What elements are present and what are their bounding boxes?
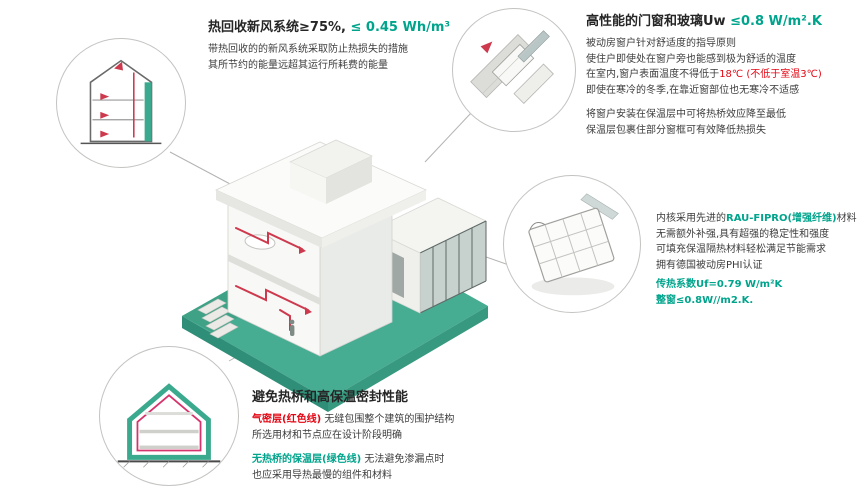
profile-core-text-end: 材料: [836, 213, 857, 224]
insulated-house-section-icon: [117, 383, 221, 468]
profile-core-text: 内核采用先进的: [656, 213, 726, 224]
window-temp-highlight: 18℃ (不低于室温3℃): [719, 69, 822, 80]
airflow-arrows: [100, 61, 123, 138]
thermal-line: 也应采用导热最慢的组件和材料: [252, 469, 392, 481]
window-glass-line: 将窗户安装在保温层中可将热桥效应降至最低: [586, 109, 786, 120]
garden-stairs: [197, 298, 239, 339]
hrv-body: 带热回收的的新风系统采取防止热损失的措施 其所节约的能量远超其运行所耗费的能量: [208, 42, 508, 73]
window-glass-title-main: 高性能的门窗和玻璃Uw: [586, 14, 726, 29]
hrv-house-section-icon: [80, 59, 162, 145]
ventilation-ducts: [235, 227, 309, 331]
window-glass-section: 高性能的门窗和玻璃Uw ≤0.8 W/m².K 被动房窗户针对舒适度的指导原则 …: [586, 10, 861, 138]
window-profile-circle: [503, 175, 641, 313]
profile-line: 无需额外补强,具有超强的稳定性和强度: [656, 228, 830, 240]
person-figure: [289, 319, 295, 336]
profile-line: 拥有德国被动房PHI认证: [656, 259, 763, 271]
hrv-body-line: 带热回收的的新风系统采取防止热损失的措施: [208, 44, 408, 55]
thermal-section: 避免热桥和高保温密封性能 气密层(红色线) 无缝包围整个建筑的围护结构 所选用材…: [252, 386, 592, 492]
profile-section: 内核采用先进的RAU-FIPRO(增强纤维)材料 无需额外补强,具有超强的稳定性…: [656, 211, 862, 308]
detail-arrow: [480, 41, 493, 54]
profile-material-highlight: RAU-FIPRO(增强纤维): [726, 213, 837, 224]
profile-line: 内核采用先进的RAU-FIPRO(增强纤维)材料: [656, 211, 862, 227]
window-glass-line: 在室内,窗户表面温度不得低于18℃ (不低于室温3℃): [586, 67, 861, 83]
window-glass-title-value: ≤0.8 W/m².K: [725, 14, 822, 29]
hrv-title: 热回收新风系统≥75%, ≤ 0.45 Wh/m³: [208, 16, 508, 35]
hrv-title-value: ≤ 0.45 Wh/m³: [345, 20, 451, 35]
insulation-layer-text: 无法避免渗漏点时: [361, 454, 445, 465]
hrv-body-line: 其所节约的能量远超其运行所耗费的能量: [208, 59, 388, 71]
window-glass-line: 使住户即使处在窗户旁也能感到极为舒适的温度: [586, 53, 796, 65]
window-glass-title: 高性能的门窗和玻璃Uw ≤0.8 W/m².K: [586, 10, 861, 29]
hrv-section: 热回收新风系统≥75%, ≤ 0.45 Wh/m³ 带热回收的的新风系统采取防止…: [208, 16, 508, 73]
profile-uf-value: 传热系数Uf=0.79 W/m²K: [656, 279, 783, 290]
airtight-layer-label: 气密层(红色线): [252, 414, 322, 425]
thermal-body: 气密层(红色线) 无缝包围整个建筑的围护结构 所选用材和节点应在设计阶段明确 无…: [252, 412, 592, 492]
window-glass-line: 保温层包裹住部分窗框可有效降低热损失: [586, 124, 766, 136]
window-corner-circle: [452, 8, 576, 132]
airtight-layer-text: 无缝包围整个建筑的围护结构: [321, 414, 455, 425]
profile-uw-value: 整窗≤0.8W//m2.K.: [656, 294, 754, 306]
house-cutaway-illustration: [182, 139, 488, 412]
hrv-title-main: 热回收新风系统≥75%,: [208, 20, 346, 35]
hrv-detail-circle: [56, 38, 186, 168]
window-corner-icon: [470, 30, 554, 105]
airtight-layer-outline: [136, 394, 202, 452]
profile-line: 可填充保温隔热材料轻松满足节能需求: [656, 244, 826, 255]
window-glass-line: 被动房窗户针对舒适度的指导原则: [586, 38, 736, 49]
insulation-layer-outline: [127, 383, 211, 460]
main-house-block: [215, 139, 427, 357]
window-glass-body: 被动房窗户针对舒适度的指导原则 使住户即使处在窗户旁也能感到极为舒适的温度 在室…: [586, 36, 861, 138]
window-profile-icon: [528, 193, 619, 296]
window-temp-text: 在室内,窗户表面温度不得低于: [586, 69, 720, 80]
thermal-title: 避免热桥和高保温密封性能: [252, 390, 409, 405]
thermal-line: 气密层(红色线) 无缝包围整个建筑的围护结构: [252, 412, 592, 428]
insulation-detail-circle: [99, 346, 239, 486]
thermal-line: 无热桥的保温层(绿色线) 无法避免渗漏点时: [252, 452, 592, 468]
window-glass-line: 即使在寒冷的冬季,在靠近窗部位也无寒冷不适感: [586, 84, 800, 96]
insulation-layer-label: 无热桥的保温层(绿色线): [252, 454, 362, 465]
thermal-line: 所选用材和节点应在设计阶段明确: [252, 429, 402, 441]
